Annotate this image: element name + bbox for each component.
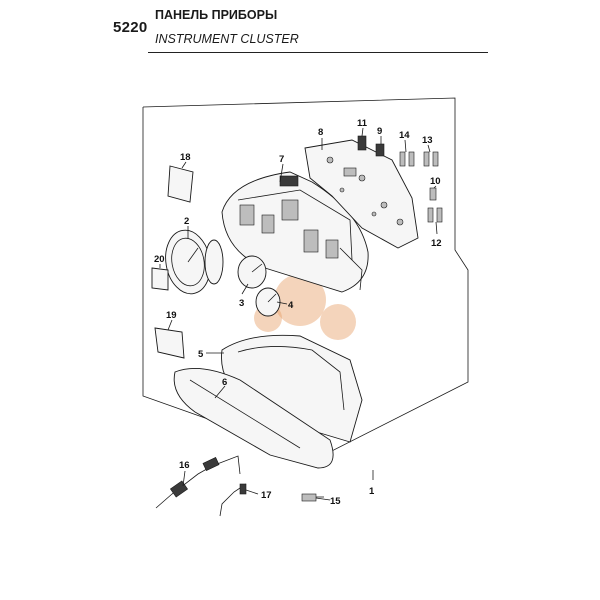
- part-16-cable: [155, 455, 241, 509]
- callout-1: 1: [369, 486, 375, 497]
- part-12-screws: [427, 207, 443, 223]
- part-4-gauge: [255, 287, 281, 317]
- part-8-circuit-board: [304, 139, 419, 249]
- section-title-ru: ПАНЕЛЬ ПРИБОРЫ: [155, 8, 278, 22]
- callout-8: 8: [318, 127, 323, 138]
- callout-4: 4: [288, 300, 294, 311]
- section-title-en: INSTRUMENT CLUSTER: [155, 32, 299, 46]
- part-15-screw: [301, 493, 324, 502]
- callout-3: 3: [239, 298, 244, 309]
- callout-10: 10: [430, 176, 441, 187]
- part-17-harness: [219, 483, 247, 517]
- callout-12: 12: [431, 238, 442, 249]
- part-10-screw: [429, 187, 437, 201]
- callout-14: 14: [399, 130, 410, 141]
- callout-19: 19: [166, 310, 177, 321]
- callout-leaders: [159, 127, 438, 501]
- callout-13: 13: [422, 135, 433, 146]
- callout-5: 5: [198, 349, 204, 360]
- part-2-speedometer-dial: [165, 229, 224, 295]
- part-13-screws: [423, 151, 439, 167]
- part-11-bulb: [357, 135, 367, 151]
- part-20-plate: [151, 267, 169, 291]
- part-19-plate: [154, 327, 185, 359]
- callout-17: 17: [261, 490, 272, 501]
- callout-7: 7: [279, 154, 284, 165]
- part-14-screws: [399, 151, 415, 167]
- diagram-frame: [142, 97, 469, 459]
- callout-20: 20: [154, 254, 165, 265]
- callout-9: 9: [377, 126, 382, 137]
- callout-16: 16: [179, 460, 190, 471]
- part-6-bezel: [173, 367, 334, 469]
- callout-15: 15: [330, 496, 341, 507]
- header-divider: [148, 52, 488, 53]
- callout-2: 2: [184, 216, 189, 227]
- callout-11: 11: [357, 118, 368, 129]
- section-code: 5220: [113, 19, 148, 36]
- callout-6: 6: [222, 377, 227, 388]
- part-18-plate: [167, 165, 194, 203]
- part-9-bulb: [375, 143, 385, 157]
- callout-18: 18: [180, 152, 191, 163]
- part-3-gauge: [237, 255, 267, 289]
